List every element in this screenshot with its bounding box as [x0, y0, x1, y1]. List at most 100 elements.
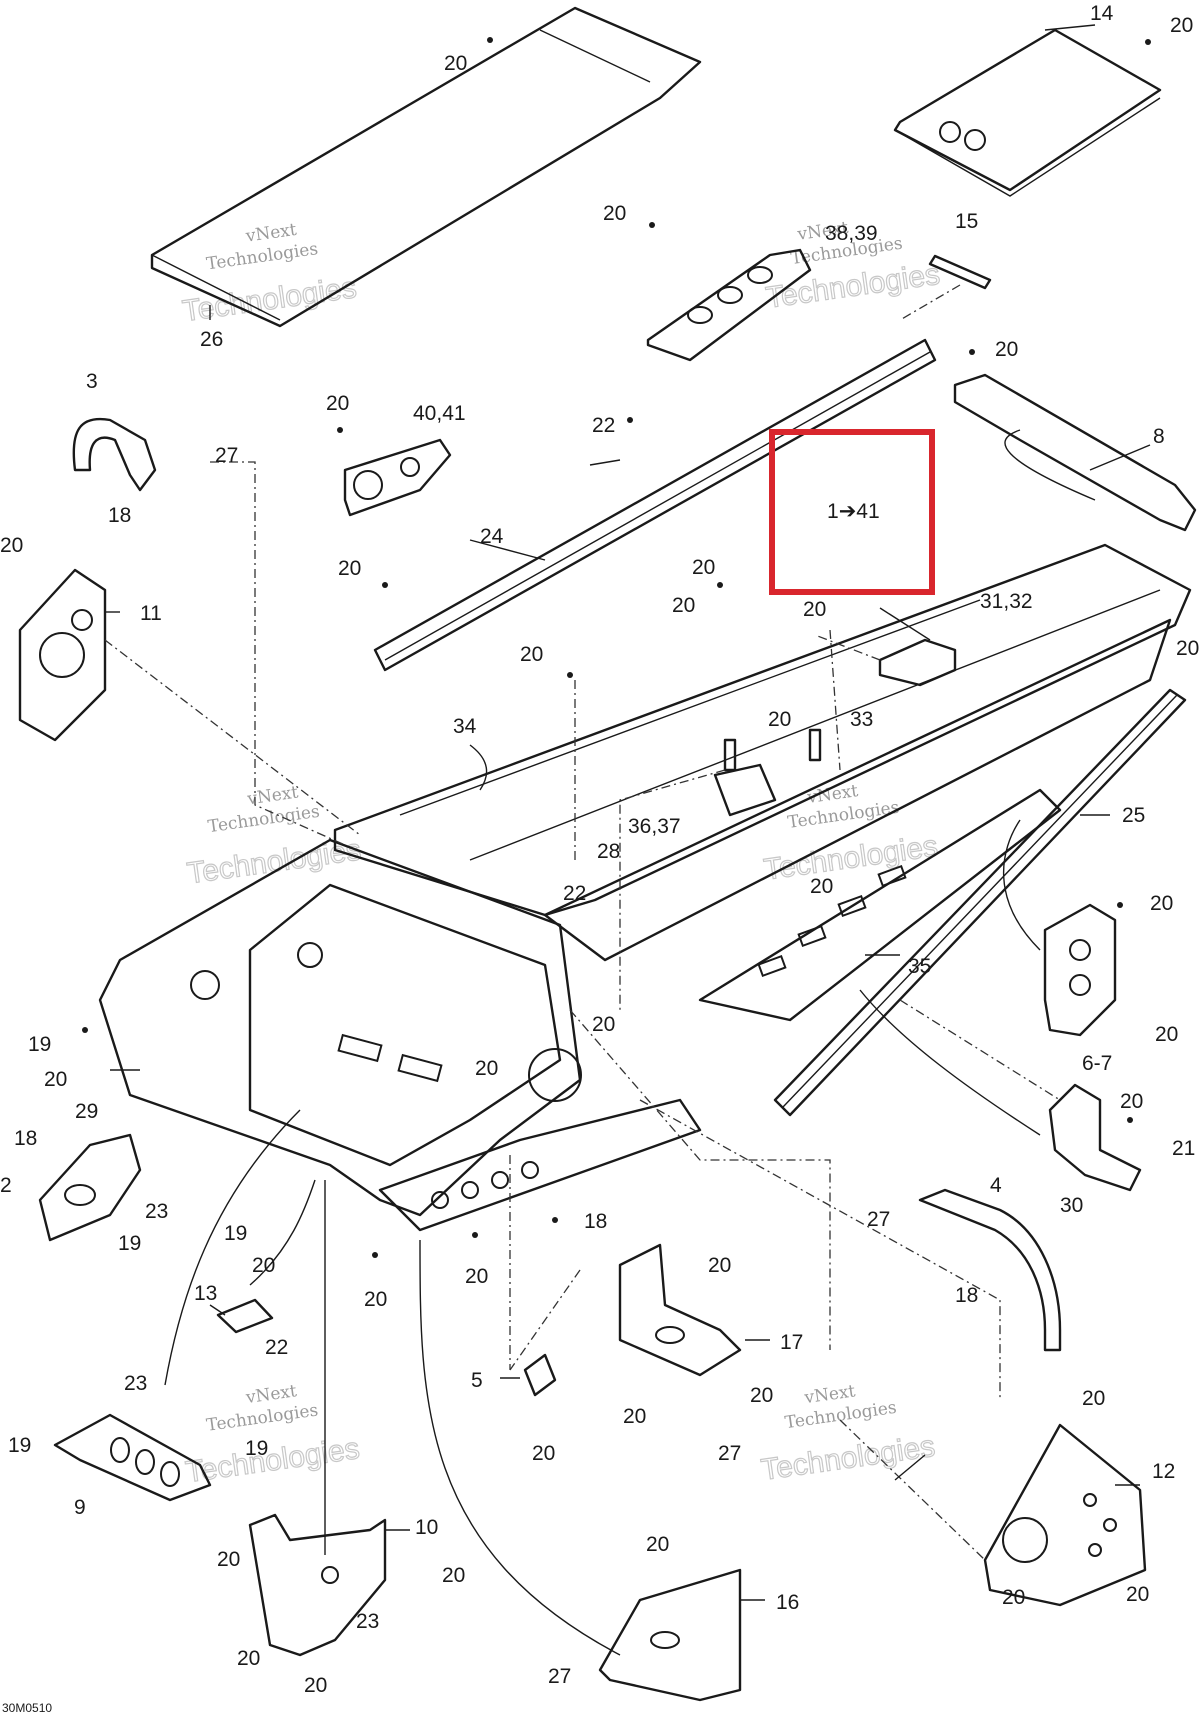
callout-c20: 20 — [692, 556, 715, 579]
part-25-right-rail — [773, 688, 1187, 1117]
callout-c9: 20 — [995, 338, 1018, 361]
part-30-bracket — [1048, 1083, 1142, 1192]
bolt-set — [82, 37, 1151, 1258]
drawing-code: 30M0510 — [2, 1701, 52, 1715]
callout-c51: 30 — [1060, 1194, 1083, 1217]
part-34-tunnel-frame — [333, 543, 1192, 962]
callout-c18: 11 — [140, 602, 162, 625]
callout-c56: 20 — [364, 1288, 387, 1311]
callout-c83: 20 — [304, 1674, 327, 1697]
part-12-side-plate — [983, 1423, 1147, 1607]
callout-c41: 20 — [44, 1068, 67, 1091]
watermark-top-left: Technologies vNext Technologies — [180, 220, 359, 329]
callout-c44: 20 — [1120, 1090, 1143, 1113]
callout-c50: 27 — [867, 1208, 890, 1231]
callout-c22: 20 — [803, 598, 826, 621]
part-16-bracket — [598, 1568, 742, 1702]
part-14-rear-panel — [893, 28, 1162, 197]
callout-c33: 20 — [810, 875, 833, 898]
callout-c80: 16 — [776, 1591, 799, 1614]
callout-c36: 20 — [592, 1013, 615, 1036]
callout-c62: 5 — [471, 1369, 483, 1392]
part-35-footrest-panel — [698, 788, 1062, 1022]
watermark-bottom-right: Technologies vNext Technologies — [758, 1381, 937, 1487]
callout-c78: 23 — [356, 1610, 379, 1633]
callout-c8: 3 — [86, 370, 98, 393]
callout-c19: 20 — [338, 557, 361, 580]
callout-c34: 20 — [1150, 892, 1173, 915]
callout-c67: 19 — [8, 1434, 31, 1457]
part-13-bracket — [216, 1298, 274, 1334]
callout-c10: 40,41 — [413, 402, 466, 425]
part-40-41-bracket — [343, 438, 452, 517]
watermark-group: Technologies vNext Technologies Technolo… — [180, 218, 943, 1490]
part-4-handle — [918, 1188, 1062, 1352]
callout-c28: 33 — [850, 708, 873, 731]
callout-c52: 19 — [118, 1232, 141, 1255]
callout-c77: 20 — [1126, 1583, 1149, 1606]
callout-c65: 20 — [623, 1405, 646, 1428]
part-24-left-rail — [373, 338, 937, 672]
part-26-cover-panel — [150, 6, 702, 328]
callout-c3: 20 — [1170, 14, 1193, 37]
highlight-box-1-41: 1➔41 — [769, 429, 935, 595]
callout-c73: 10 — [415, 1516, 438, 1539]
callout-c69: 27 — [718, 1442, 741, 1465]
callout-c59: 20 — [708, 1254, 731, 1277]
callout-c31: 28 — [597, 840, 620, 863]
callout-c81: 20 — [646, 1533, 669, 1556]
part-31-32-bracket — [878, 638, 957, 687]
callout-c72: 12 — [1152, 1460, 1175, 1483]
callout-c74: 20 — [217, 1548, 240, 1571]
callout-c60: 17 — [780, 1331, 803, 1354]
part-3-handle — [72, 417, 157, 492]
callout-c48: 18 — [584, 1210, 607, 1233]
part-36-37-bracket — [713, 763, 777, 817]
callout-c53: 19 — [224, 1222, 247, 1245]
part-9-bracket — [53, 1413, 212, 1502]
callout-c2: 14 — [1090, 2, 1114, 25]
part-38-39-plate — [646, 248, 812, 362]
callout-c16: 24 — [480, 525, 504, 548]
callout-c42: 18 — [14, 1127, 37, 1150]
callout-c39: 20 — [475, 1057, 498, 1080]
callout-c82: 27 — [548, 1665, 571, 1688]
callout-c57: 18 — [955, 1284, 978, 1307]
callout-c66: 20 — [1082, 1387, 1105, 1410]
callout-c23: 31,32 — [980, 590, 1033, 613]
callout-c12: 22 — [592, 414, 615, 437]
callout-c75: 20 — [442, 1564, 465, 1587]
callout-c68: 19 — [245, 1437, 268, 1460]
part-5-bracket — [523, 1353, 557, 1397]
callout-c79: 20 — [237, 1647, 260, 1670]
callout-c49: 4 — [990, 1174, 1002, 1197]
watermark-big-text: Technologies — [762, 830, 940, 887]
callout-c76: 20 — [1002, 1586, 1025, 1609]
callout-c11: 20 — [326, 392, 349, 415]
callout-c17: 20 — [0, 534, 23, 557]
callout-c63: 20 — [750, 1384, 773, 1407]
part-6-7-bracket — [1043, 903, 1117, 1037]
parts-layer — [18, 6, 1197, 1702]
callout-c24: 20 — [1176, 637, 1199, 660]
callout-c13: 8 — [1153, 425, 1165, 448]
callout-c21: 20 — [672, 594, 695, 617]
callout-c70: 20 — [532, 1442, 555, 1465]
watermark-big-text: Technologies — [759, 1430, 937, 1487]
callout-c30: 25 — [1122, 804, 1145, 827]
callout-c47: 23 — [145, 1200, 168, 1223]
callout-c29: 36,37 — [628, 815, 681, 838]
callout-c1: 20 — [444, 52, 467, 75]
callout-c25: 20 — [520, 643, 543, 666]
callout-c38: 20 — [1155, 1023, 1178, 1046]
callout-c46: 2 — [0, 1174, 12, 1197]
part-11-side-plate — [18, 568, 107, 742]
callout-c35: 35 — [908, 955, 931, 978]
part-15-strip — [928, 254, 992, 290]
callout-c43: 29 — [75, 1100, 98, 1123]
callout-c26: 34 — [453, 715, 477, 738]
highlight-label: 1➔41 — [827, 500, 880, 523]
callout-c61: 22 — [265, 1336, 288, 1359]
